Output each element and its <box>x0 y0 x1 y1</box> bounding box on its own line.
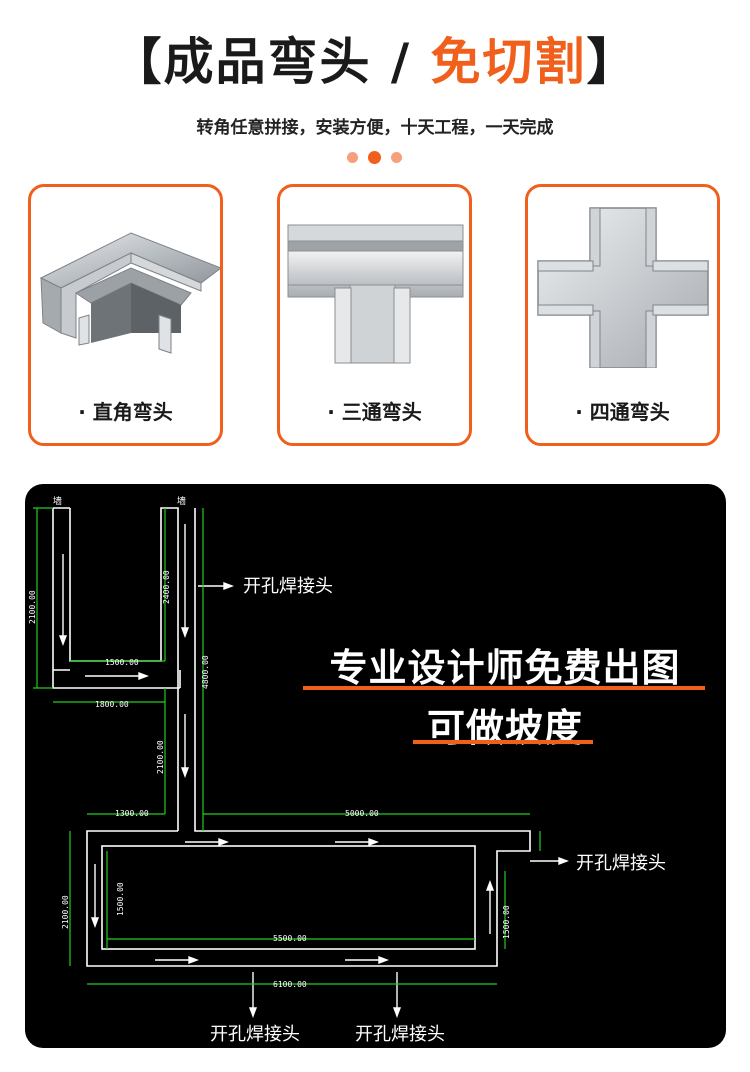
wall-label-left: 墙 <box>53 495 62 507</box>
right-angle-elbow-icon <box>39 232 220 354</box>
title-main: 成品弯头 <box>163 33 372 91</box>
cross-elbow-icon <box>537 207 709 368</box>
product-card-cross[interactable]: · 四通弯头 <box>525 184 720 446</box>
title-accent: 免切割 <box>430 33 587 91</box>
dot-icon <box>391 152 402 163</box>
cad-drawing-panel: 墙 墙 2100.00 1500.00 1800.00 2400.00 4800… <box>25 484 726 1048</box>
headline-underline-2 <box>413 740 593 744</box>
page-title: 【成品弯头 / 免切割】 <box>0 30 750 94</box>
dim-1300: 1300.00 <box>115 809 149 818</box>
dim-2100-mid: 2100.00 <box>156 740 165 774</box>
dim-6100: 6100.00 <box>273 980 307 989</box>
wall-label-right: 墙 <box>177 495 186 507</box>
note-bottom-right: 开孔焊接头 <box>355 1024 445 1045</box>
dim-5000: 5000.00 <box>345 809 379 818</box>
product-label: · 直角弯头 <box>78 400 173 424</box>
dim-1800: 1800.00 <box>95 700 129 709</box>
headline-line-1: 专业设计师免费出图 <box>329 646 681 690</box>
product-card-right-angle[interactable]: · 直角弯头 <box>28 184 223 446</box>
decorative-dots <box>347 150 403 164</box>
product-label: · 三通弯头 <box>327 400 422 424</box>
note-top: 开孔焊接头 <box>243 576 333 597</box>
dim-1500-right: 1500.00 <box>502 905 511 939</box>
dim-2400: 2400.00 <box>162 570 171 604</box>
dim-5500: 5500.00 <box>273 934 307 943</box>
note-right: 开孔焊接头 <box>576 853 666 874</box>
dim-2100-box: 2100.00 <box>61 895 70 929</box>
subtitle: 转角任意拼接，安装方便，十天工程，一天完成 <box>196 118 554 138</box>
dot-icon <box>368 151 381 164</box>
dim-4800: 4800.00 <box>201 655 210 689</box>
dim-1500-a: 1500.00 <box>105 658 139 667</box>
tee-elbow-icon <box>287 224 464 364</box>
note-bottom-left: 开孔焊接头 <box>210 1024 300 1045</box>
title-bracket-open: 【 <box>111 33 164 91</box>
title-slash: / <box>371 33 431 91</box>
dim-1500-inner: 1500.00 <box>116 882 125 916</box>
product-label: · 四通弯头 <box>575 400 670 424</box>
cad-drawing: 墙 墙 2100.00 1500.00 1800.00 2400.00 4800… <box>28 495 569 1018</box>
headline-underline-1 <box>303 686 705 690</box>
dim-2100-left: 2100.00 <box>28 590 37 624</box>
dot-icon <box>347 152 358 163</box>
product-card-tee[interactable]: · 三通弯头 <box>277 184 472 446</box>
title-bracket-close: 】 <box>586 33 639 91</box>
